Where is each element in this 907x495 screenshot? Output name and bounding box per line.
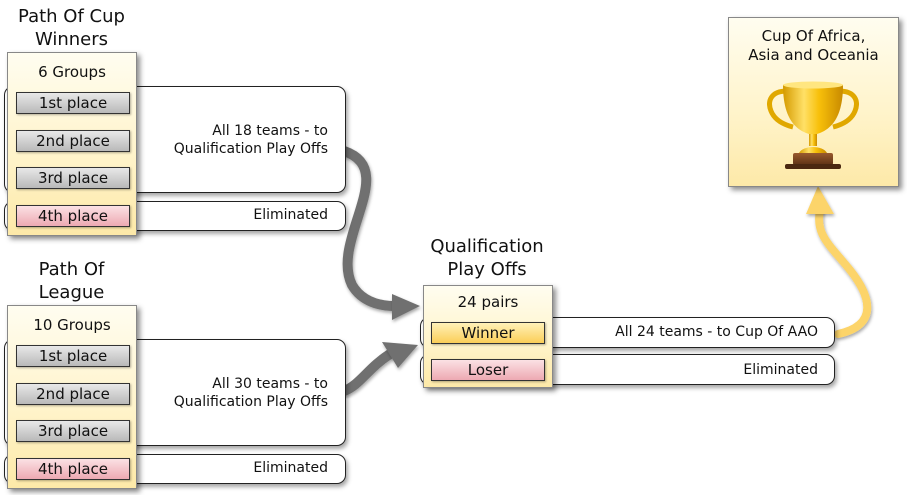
cup-title-line2: Asia and Oceania <box>748 46 879 64</box>
cup-arrowhead <box>806 186 834 214</box>
league-arrowhead <box>382 342 418 368</box>
playoffs-advance-label: All 24 teams - to Cup Of AAO <box>615 324 818 340</box>
trophy-icon <box>767 81 859 169</box>
cup-title: Cup Of Africa, Asia and Oceania <box>729 27 898 65</box>
cup-winners-heading: Path Of Cup Winners <box>4 5 139 51</box>
playoffs-heading: Qualification Play Offs <box>412 235 562 281</box>
playoffs-loser-badge: Loser <box>431 359 545 381</box>
league-to-playoffs-arrow <box>339 349 395 396</box>
cup-winners-heading-line2: Winners <box>34 29 109 50</box>
cup-winners-advance-text: All 18 teams - to Qualification Play Off… <box>140 122 328 158</box>
league-eliminated-label: Eliminated <box>253 460 328 476</box>
cup-winners-advance-line1: All 18 teams - to <box>212 123 328 139</box>
league-heading: Path Of League <box>4 258 139 304</box>
league-heading-line1: Path Of <box>38 259 105 280</box>
league-groups-label: 10 Groups <box>33 316 111 334</box>
cup-winners-to-playoffs-arrow <box>339 146 400 311</box>
cup-panel: Cup Of Africa, Asia and Oceania <box>728 17 899 187</box>
playoffs-heading-line2: Play Offs <box>447 259 527 280</box>
cup-winners-heading-line1: Path Of Cup <box>18 6 125 27</box>
cup-winners-advance-line2: Qualification Play Offs <box>173 141 328 157</box>
playoffs-to-cup-arrow <box>815 206 872 338</box>
playoffs-eliminated-label: Eliminated <box>743 362 818 378</box>
league-place-2: 2nd place <box>16 383 130 405</box>
playoffs-winner-badge: Winner <box>431 322 545 344</box>
league-heading-line2: League <box>38 282 105 303</box>
cup-winners-eliminated-label: Eliminated <box>253 207 328 223</box>
cup-winners-arrowhead <box>392 294 420 320</box>
playoffs-heading-line1: Qualification <box>430 236 544 257</box>
league-place-4: 4th place <box>16 458 130 480</box>
league-advance-text: All 30 teams - to Qualification Play Off… <box>140 375 328 411</box>
cup-winners-place-3: 3rd place <box>16 167 130 189</box>
cup-winners-groups-label: 6 Groups <box>38 63 106 81</box>
cup-title-line1: Cup Of Africa, <box>761 27 866 45</box>
league-advance-line2: Qualification Play Offs <box>173 394 328 410</box>
playoffs-pairs-panel: 24 pairs Winner Loser <box>423 285 553 388</box>
playoffs-pairs-label: 24 pairs <box>457 293 519 311</box>
cup-winners-place-4: 4th place <box>16 205 130 227</box>
cup-winners-groups-panel: 6 Groups 1st place 2nd place 3rd place 4… <box>7 52 137 236</box>
league-groups-panel: 10 Groups 1st place 2nd place 3rd place … <box>7 305 137 489</box>
league-place-3: 3rd place <box>16 420 130 442</box>
league-advance-line1: All 30 teams - to <box>212 376 328 392</box>
cup-winners-place-1: 1st place <box>16 92 130 114</box>
league-place-1: 1st place <box>16 345 130 367</box>
cup-winners-place-2: 2nd place <box>16 130 130 152</box>
